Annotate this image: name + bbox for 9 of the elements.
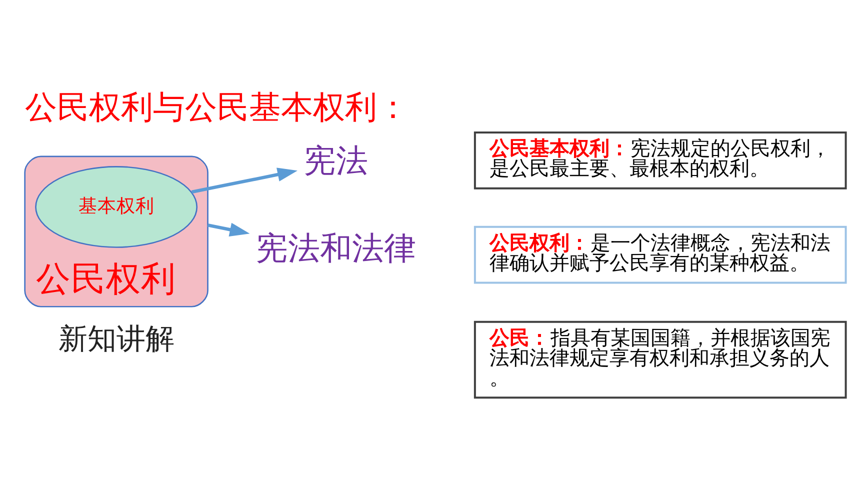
diagram-title: 公民权利与公民基本权利： xyxy=(24,88,409,126)
arrow xyxy=(207,222,250,236)
node-box: 公民基本权利：宪法规定的公民权利，是公民最主要、最根本的权利。 xyxy=(474,131,847,189)
node-box: 公民权利：是一个法律概念，宪法和法律确认并赋予公民享有的某种权益。 xyxy=(474,225,847,284)
node-box: 公民：指具有某国国籍，并根据该国宪法和法律规定享有权利和承担义务的人。 xyxy=(474,320,847,398)
node-ellipse: 基本权利 xyxy=(35,166,198,248)
node-text: 宪法和法律 xyxy=(256,228,416,267)
label: 新知讲解 xyxy=(58,321,174,356)
node-text: 宪法 xyxy=(304,140,368,179)
